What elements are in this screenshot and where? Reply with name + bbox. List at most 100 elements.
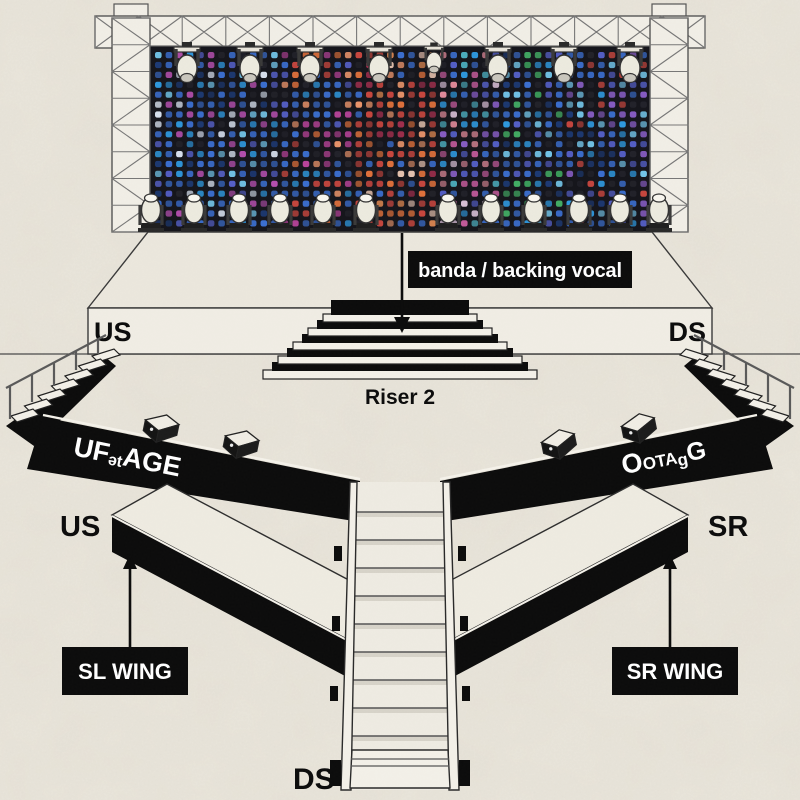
led-pixel bbox=[292, 131, 299, 138]
led-pixel bbox=[165, 61, 173, 69]
led-pixel bbox=[408, 210, 415, 217]
led-pixel bbox=[439, 141, 447, 148]
led-pixel bbox=[598, 180, 605, 187]
led-pixel bbox=[355, 141, 363, 148]
led-pixel bbox=[492, 170, 500, 177]
led-pixel bbox=[249, 111, 257, 118]
led-pixel bbox=[387, 151, 394, 158]
led-pixel bbox=[228, 101, 236, 108]
led-pixel bbox=[271, 180, 278, 187]
led-pixel bbox=[577, 71, 584, 78]
led-pixel bbox=[355, 151, 363, 158]
led-pixel bbox=[207, 220, 215, 227]
led-pixel bbox=[482, 151, 489, 158]
led-pixel bbox=[334, 111, 341, 118]
led-pixel bbox=[640, 131, 647, 138]
led-pixel bbox=[524, 52, 531, 59]
led-pixel bbox=[292, 81, 299, 88]
led-pixel bbox=[598, 121, 605, 128]
led-pixel bbox=[207, 200, 215, 207]
led-pixel bbox=[334, 52, 341, 59]
led-pixel bbox=[239, 131, 246, 138]
led-pixel bbox=[334, 151, 341, 158]
led-pixel bbox=[471, 151, 479, 158]
led-pixel bbox=[577, 81, 584, 88]
led-pixel bbox=[397, 71, 405, 78]
led-pixel bbox=[334, 81, 341, 88]
led-pixel bbox=[418, 131, 426, 138]
led-pixel bbox=[207, 91, 215, 98]
led-pixel bbox=[376, 190, 384, 197]
led-pixel bbox=[260, 81, 268, 88]
led-pixel bbox=[408, 52, 415, 59]
led-pixel bbox=[165, 101, 173, 108]
led-pixel bbox=[587, 91, 595, 98]
led-pixel bbox=[228, 61, 236, 69]
led-pixel bbox=[524, 91, 531, 98]
led-pixel bbox=[376, 131, 384, 138]
led-pixel bbox=[429, 170, 436, 177]
led-pixel bbox=[271, 111, 278, 118]
led-pixel bbox=[566, 141, 574, 148]
led-pixel bbox=[492, 160, 500, 168]
stair-tread-face bbox=[353, 680, 447, 685]
led-pixel bbox=[513, 61, 521, 69]
led-pixel bbox=[619, 101, 626, 108]
led-pixel bbox=[155, 71, 162, 78]
led-pixel bbox=[471, 210, 479, 217]
led-pixel bbox=[155, 180, 162, 187]
led-pixel bbox=[186, 151, 194, 158]
led-pixel bbox=[629, 190, 637, 197]
led-pixel bbox=[534, 52, 542, 59]
led-pixel bbox=[619, 121, 626, 128]
led-pixel bbox=[545, 160, 552, 168]
led-pixel bbox=[608, 180, 616, 187]
led-pixel bbox=[271, 141, 278, 148]
central-staircase bbox=[330, 481, 470, 791]
led-pixel bbox=[640, 210, 647, 217]
led-pixel bbox=[534, 91, 542, 98]
led-pixel bbox=[376, 170, 384, 177]
led-pixel bbox=[555, 111, 563, 118]
led-pixel bbox=[239, 170, 246, 177]
led-pixel bbox=[281, 111, 289, 118]
led-pixel bbox=[450, 81, 457, 88]
led-pixel bbox=[165, 141, 173, 148]
led-pixel bbox=[408, 141, 415, 148]
led-pixel bbox=[260, 141, 268, 148]
led-pixel bbox=[418, 220, 426, 227]
led-pixel bbox=[281, 160, 289, 168]
led-pixel bbox=[619, 151, 626, 158]
led-pixel bbox=[302, 141, 310, 148]
led-pixel bbox=[218, 160, 225, 168]
led-pixel bbox=[155, 91, 162, 98]
led-pixel bbox=[450, 52, 457, 59]
led-pixel bbox=[239, 151, 246, 158]
central-staircase-bottom-platform bbox=[349, 749, 451, 789]
led-pixel bbox=[471, 141, 479, 148]
led-pixel bbox=[503, 190, 510, 197]
led-pixel bbox=[281, 170, 289, 177]
led-pixel bbox=[439, 121, 447, 128]
led-pixel bbox=[471, 180, 479, 187]
led-pixel bbox=[439, 101, 447, 108]
led-pixel bbox=[165, 170, 173, 177]
led-pixel bbox=[186, 141, 194, 148]
led-pixel bbox=[313, 121, 320, 128]
led-pixel bbox=[619, 170, 626, 177]
led-pixel bbox=[260, 91, 268, 98]
led-pixel bbox=[587, 71, 595, 78]
led-pixel bbox=[397, 170, 405, 177]
led-pixel bbox=[376, 91, 384, 98]
led-pixel bbox=[387, 190, 394, 197]
led-pixel bbox=[207, 131, 215, 138]
led-pixel bbox=[334, 71, 341, 78]
led-pixel bbox=[281, 52, 289, 59]
led-pixel bbox=[186, 101, 194, 108]
led-pixel bbox=[376, 151, 384, 158]
led-pixel bbox=[186, 170, 194, 177]
led-pixel bbox=[513, 190, 521, 197]
led-pixel bbox=[482, 180, 489, 187]
led-pixel bbox=[239, 111, 246, 118]
led-pixel bbox=[376, 180, 384, 187]
